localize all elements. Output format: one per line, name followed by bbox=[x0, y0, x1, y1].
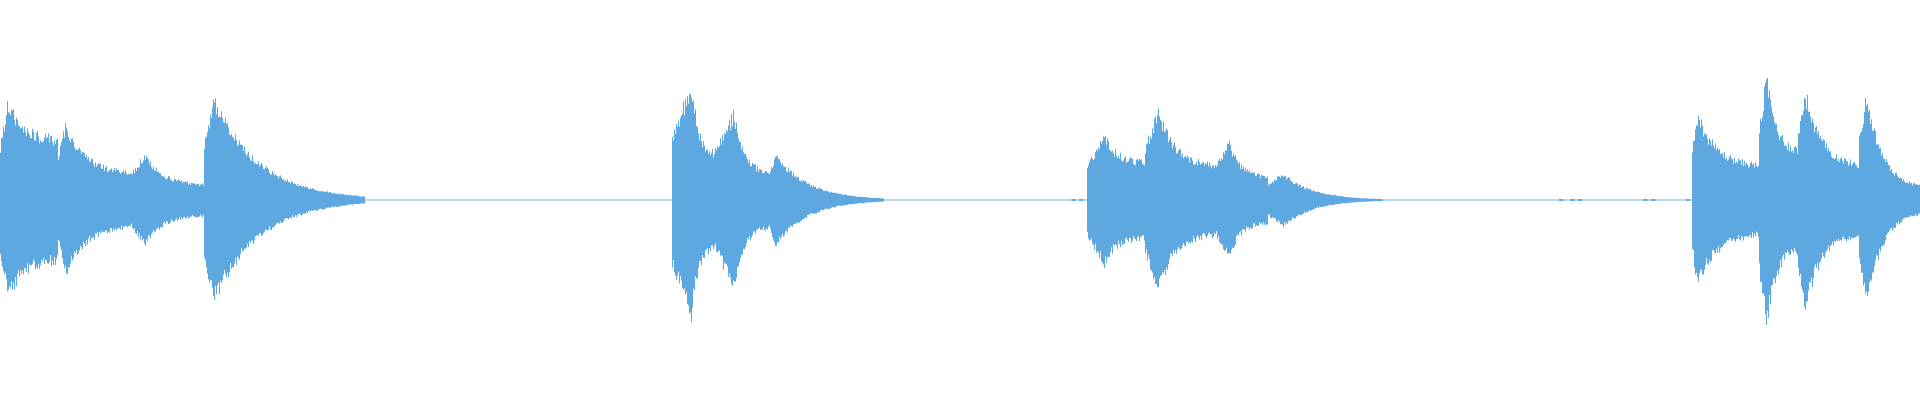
waveform-blip bbox=[1578, 199, 1583, 201]
waveform-blip bbox=[1643, 199, 1648, 201]
waveform-blip bbox=[1570, 199, 1575, 201]
waveform-burst bbox=[1759, 77, 1798, 325]
waveform-blip bbox=[1079, 199, 1083, 201]
waveform-burst bbox=[1798, 94, 1859, 310]
waveform-burst bbox=[1268, 175, 1383, 228]
waveform-burst bbox=[1859, 98, 1920, 297]
waveform-burst bbox=[768, 155, 884, 246]
waveform-bursts bbox=[0, 77, 1920, 325]
waveform-burst bbox=[715, 109, 769, 287]
waveform-burst bbox=[1145, 108, 1214, 288]
waveform-burst bbox=[131, 155, 204, 246]
waveform-burst bbox=[1214, 140, 1268, 254]
waveform-blip bbox=[1559, 199, 1563, 201]
waveform-burst bbox=[1692, 116, 1759, 282]
waveform-burst bbox=[0, 101, 58, 292]
waveform-burst bbox=[1087, 136, 1145, 268]
waveform-blip bbox=[1685, 199, 1690, 201]
waveform-blip bbox=[1071, 199, 1076, 201]
waveform-burst bbox=[672, 93, 715, 323]
waveform-burst bbox=[204, 98, 365, 300]
waveform-blips bbox=[1071, 199, 1690, 201]
waveform-burst bbox=[58, 123, 131, 274]
waveform-blip bbox=[1651, 199, 1656, 201]
